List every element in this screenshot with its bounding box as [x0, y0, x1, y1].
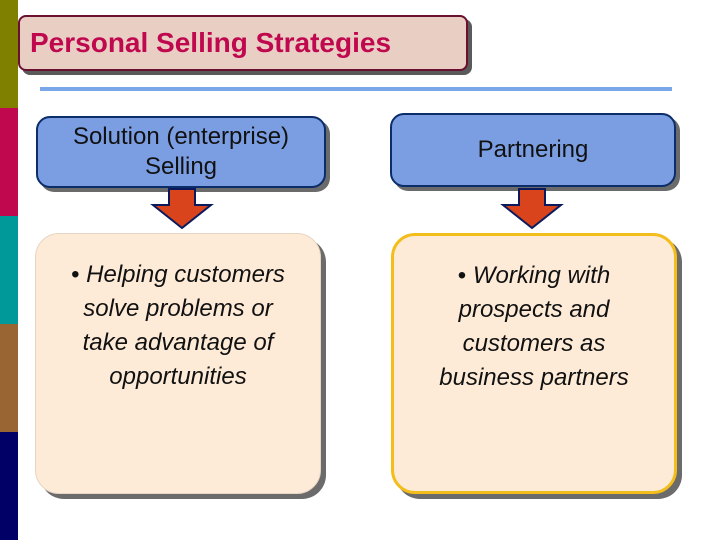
solution-selling-description: • Helping customers solve problems or ta… [35, 233, 321, 494]
partnering-text: Working with prospects and customers as … [439, 262, 629, 391]
partnering-header: Partnering [390, 113, 676, 187]
bullet-marker: • [71, 261, 80, 288]
accent-stripe-magenta [0, 108, 18, 216]
partnering-header-label: Partnering [477, 136, 589, 163]
down-arrow-icon [150, 188, 214, 230]
accent-stripe-olive [0, 0, 18, 108]
page-title: Personal Selling Strategies [30, 27, 392, 58]
title-divider [40, 87, 672, 91]
down-arrow-icon [500, 188, 564, 230]
solution-selling-header: Solution (enterprise) Selling [36, 116, 326, 188]
accent-stripe-brown [0, 324, 18, 432]
solution-selling-header-label: Solution (enterprise) Selling [72, 123, 290, 180]
partnering-description: • Working with prospects and customers a… [391, 233, 677, 494]
solution-selling-text: Helping customers solve problems or take… [82, 261, 285, 390]
accent-stripe-teal [0, 216, 18, 324]
title-box: Personal Selling Strategies [18, 15, 468, 71]
accent-stripe-navy [0, 432, 18, 540]
bullet-marker: • [457, 262, 467, 289]
